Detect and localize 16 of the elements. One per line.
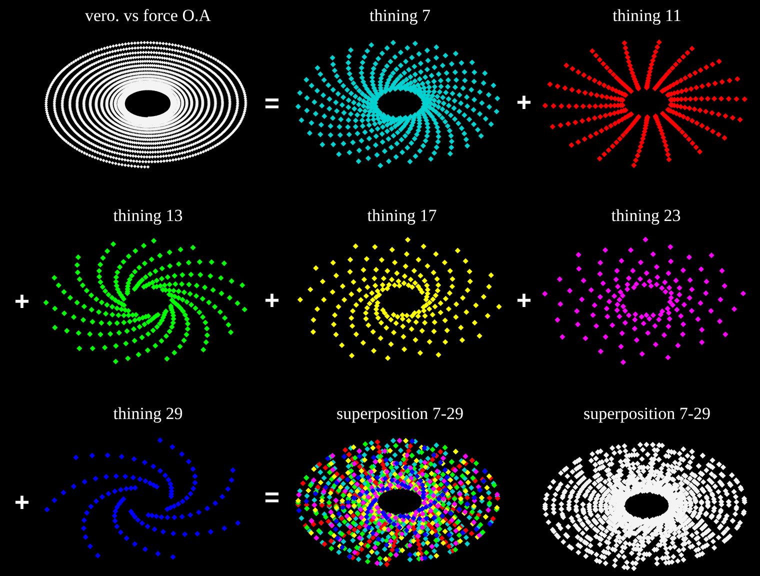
panel-title: thining 23 — [611, 206, 681, 226]
panel-title: superposition 7-29 — [336, 404, 464, 424]
panel-title: thining 29 — [113, 404, 183, 424]
operator-sign: = — [264, 486, 280, 508]
operator-sign: + — [14, 290, 30, 312]
panel-title: thining 11 — [612, 6, 682, 26]
panel-title: thining 13 — [113, 206, 183, 226]
panel-title: thining 7 — [370, 6, 430, 26]
operator-sign: + — [14, 491, 30, 513]
operator-sign: + — [264, 289, 280, 311]
panel-title: superposition 7-29 — [583, 404, 711, 424]
operator-sign: + — [516, 91, 532, 113]
panel-title: thining 17 — [367, 206, 437, 226]
operator-sign: + — [516, 289, 532, 311]
operator-sign: = — [264, 92, 280, 114]
panel-title: vero. vs force O.A — [84, 6, 212, 26]
